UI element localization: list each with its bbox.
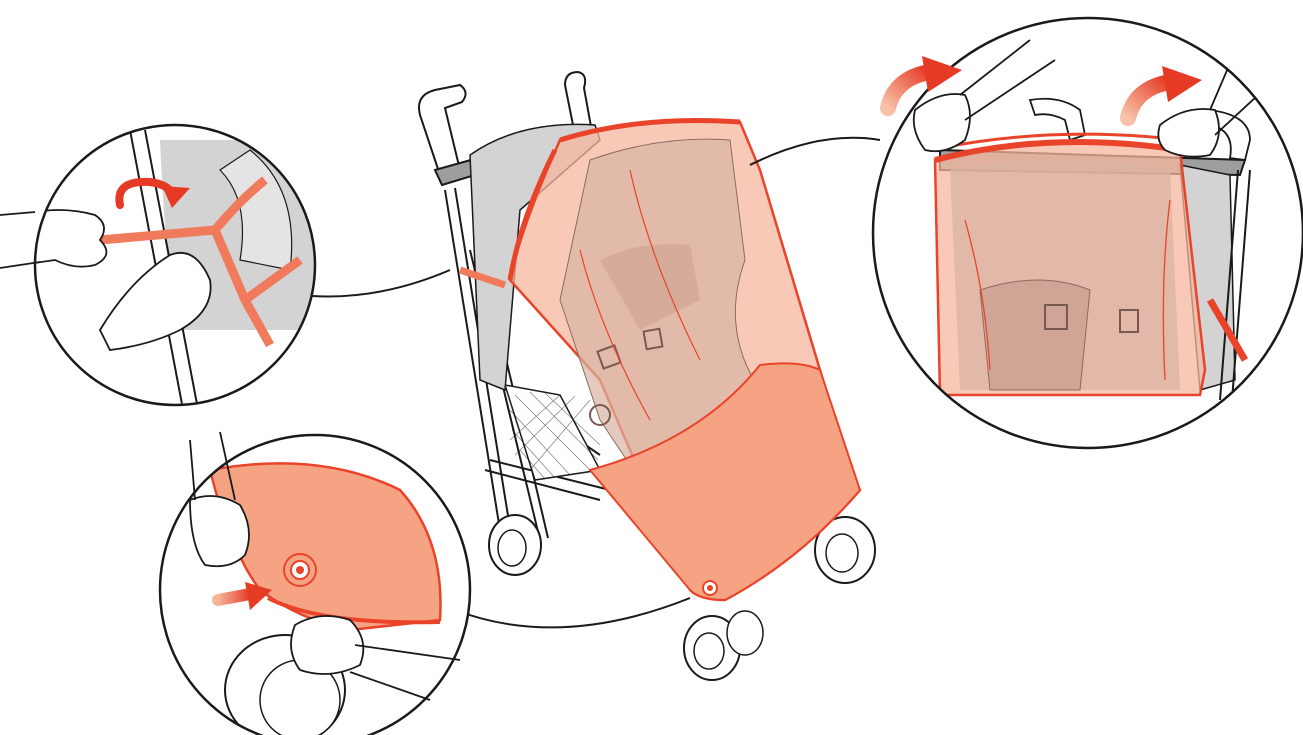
detail-strap [0,120,330,420]
hand-icon [291,616,363,674]
hand-icon [20,210,106,267]
snap-button-icon [284,554,316,586]
detail-snap-button [160,432,470,735]
hand-icon [190,496,249,566]
detail-hood-pull [870,15,1303,455]
raincover-icon [510,120,860,600]
